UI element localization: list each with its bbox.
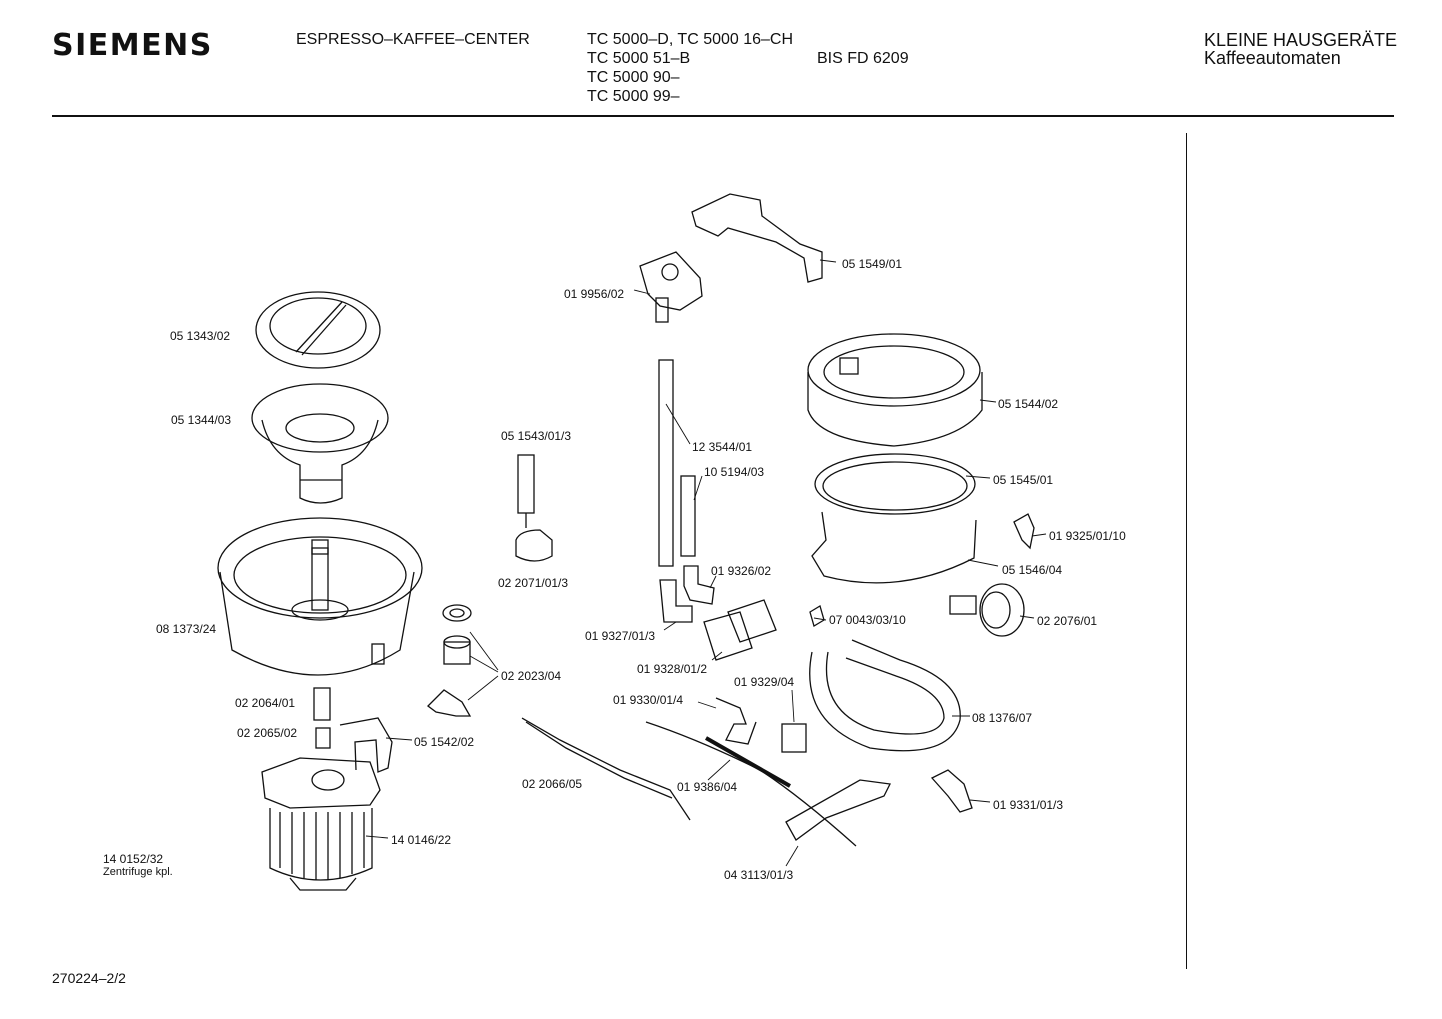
knob-part	[949, 583, 1025, 637]
clip-small-part	[809, 605, 825, 627]
part-label-051549: 05 1549/01	[842, 257, 903, 271]
part-label-022076: 02 2076/01	[1037, 614, 1098, 628]
tank-ring-part	[807, 333, 983, 447]
part-label-051545: 05 1545/01	[993, 473, 1054, 487]
part-label-051343: 05 1343/02	[170, 329, 231, 343]
elbow-small-part	[683, 565, 715, 605]
clamp-part	[930, 769, 973, 813]
part-label-019331: 01 9331/01/3	[993, 798, 1064, 812]
part-label-019386: 01 9386/04	[677, 780, 738, 794]
document-number: BIS FD 6209	[817, 50, 909, 67]
model-1: TC 5000–D, TC 5000 16–CH	[587, 31, 794, 48]
part-label-019327: 01 9327/01/3	[585, 629, 656, 643]
clip-part	[1013, 513, 1035, 550]
part-label-zentrifuge: Zentrifuge kpl.	[103, 866, 173, 878]
part-label-081373: 08 1373/24	[156, 622, 217, 636]
tube-long-part	[658, 359, 674, 567]
part-label-051543: 05 1543/01/3	[501, 429, 572, 443]
seal-part	[814, 453, 976, 515]
part-label-019956: 01 9956/02	[564, 287, 625, 301]
elbow-part	[659, 579, 693, 623]
part-label-105194: 10 5194/03	[704, 465, 765, 479]
model-4: TC 5000 99–	[587, 88, 680, 105]
tube-short-part	[680, 475, 696, 557]
part-label-123544: 12 3544/01	[692, 440, 753, 454]
housing-part	[811, 511, 977, 584]
part-label-043113: 04 3113/01/3	[724, 868, 794, 882]
part-label-022066: 02 2066/05	[522, 777, 583, 791]
part-label-051344: 05 1344/03	[171, 413, 232, 427]
model-2: TC 5000 51–B	[587, 50, 691, 67]
spacer-part	[313, 687, 331, 721]
basket-part	[217, 517, 423, 676]
lever-part	[691, 193, 823, 283]
part-label-022065: 02 2065/02	[237, 726, 298, 740]
subcategory: Kaffeeautomaten	[1204, 48, 1341, 68]
wire-part	[521, 717, 691, 821]
part-label-081376: 08 1376/07	[972, 711, 1033, 725]
washer-part	[315, 727, 331, 749]
part-label-051544: 05 1544/02	[998, 397, 1059, 411]
bracket-part	[639, 251, 703, 323]
valve-part	[427, 604, 472, 717]
thermostat-part	[781, 723, 807, 753]
category: KLEINE HAUSGERÄTE	[1204, 30, 1398, 50]
part-label-019329: 01 9329/04	[734, 675, 795, 689]
model-3: TC 5000 90–	[587, 69, 680, 86]
part-label-022064: 02 2064/01	[235, 696, 296, 710]
part-label-140146: 14 0146/22	[391, 833, 452, 847]
part-label-051542: 05 1542/02	[414, 735, 475, 749]
sleeve-part	[703, 599, 777, 661]
part-label-051546: 05 1546/04	[1002, 563, 1063, 577]
product-name: ESPRESSO–KAFFEE–CENTER	[296, 31, 530, 48]
part-label-022071: 02 2071/01/3	[498, 576, 569, 590]
heater-hose-part	[809, 639, 961, 752]
part-label-070043: 07 0043/03/10	[829, 613, 906, 627]
part-label-019330: 01 9330/01/4	[613, 693, 684, 707]
spring-clip-part	[715, 697, 757, 745]
pin-part	[515, 454, 553, 562]
strip-part	[785, 779, 891, 841]
page-footer: 270224–2/2	[52, 970, 126, 986]
part-label-019328: 01 9328/01/2	[637, 662, 708, 676]
part-label-022023: 02 2023/04	[501, 669, 562, 683]
brand-logo: SIEMENS	[52, 28, 213, 63]
part-label-019325: 01 9325/01/10	[1049, 529, 1126, 543]
funnel-part	[251, 383, 389, 504]
part-label-019326: 01 9326/02	[711, 564, 772, 578]
sieve-lid-part	[255, 291, 381, 369]
side-rule	[1186, 133, 1187, 969]
motor-part	[261, 717, 393, 891]
header-rule	[52, 115, 1394, 117]
part-label-140152: 14 0152/32	[103, 852, 164, 866]
